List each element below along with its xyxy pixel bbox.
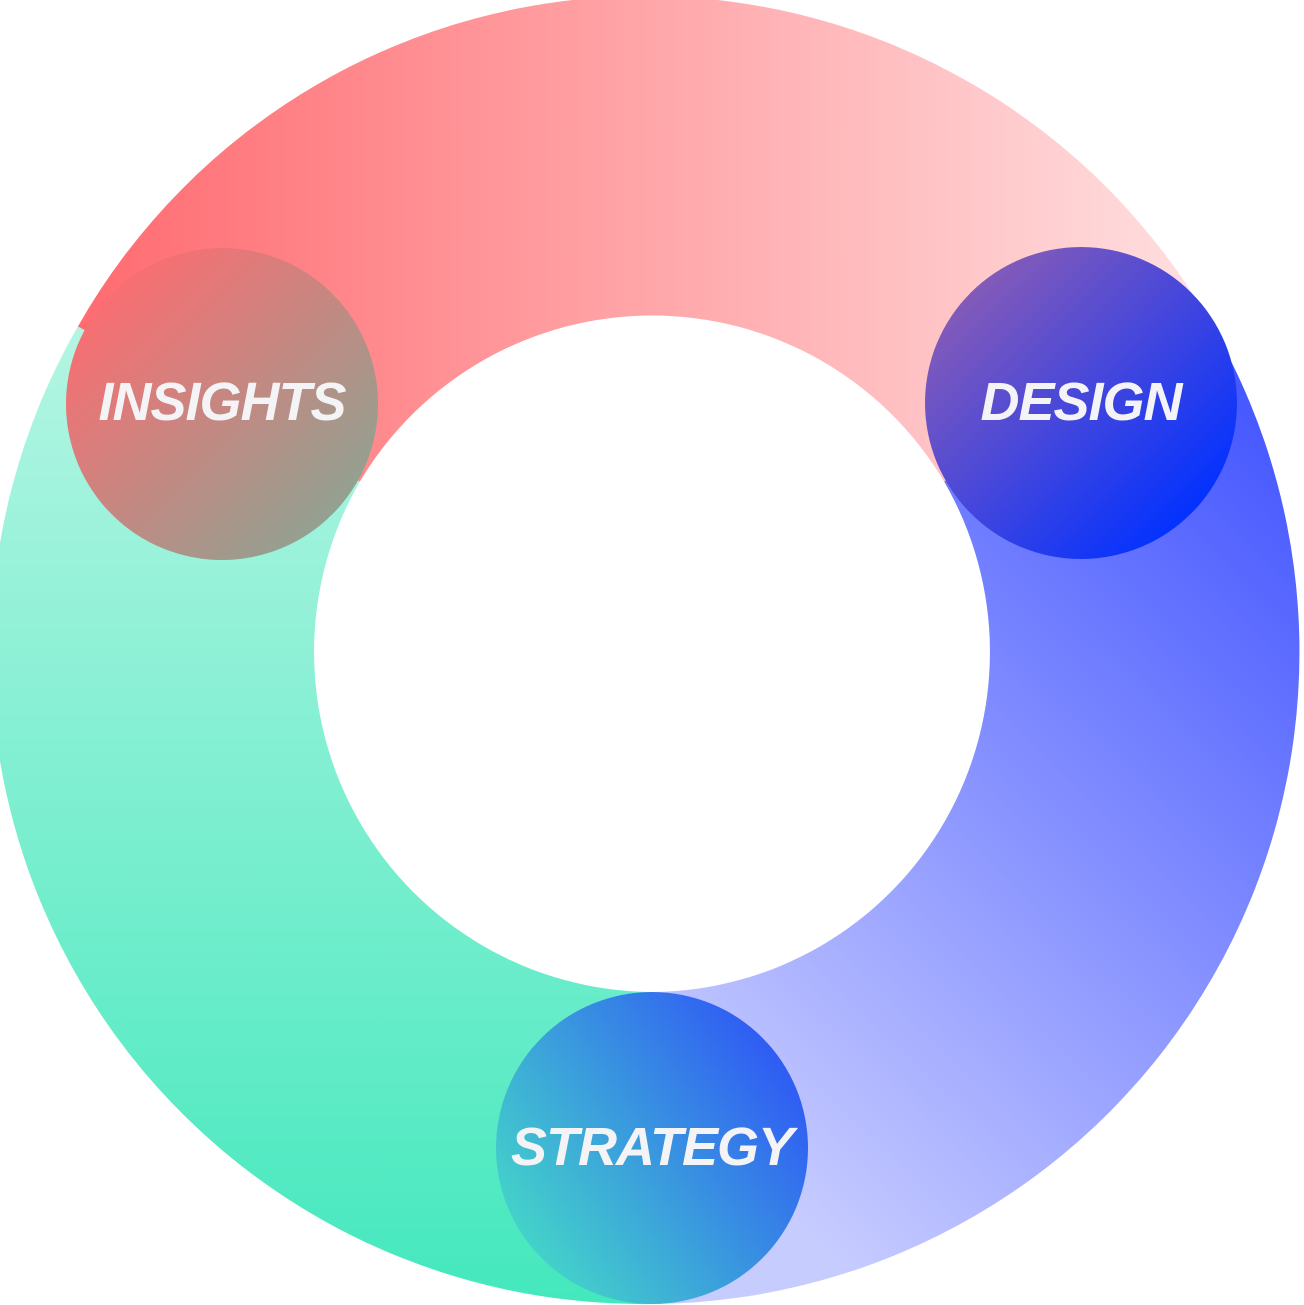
strategy-node: STRATEGY (496, 992, 808, 1304)
strategy-node-circle (496, 992, 808, 1304)
insights-node: INSIGHTS (66, 248, 378, 560)
design-node-circle (925, 247, 1237, 559)
design-node: DESIGN (925, 247, 1237, 559)
insights-label: INSIGHTS (98, 372, 346, 432)
design-arc-segment (652, 326, 1300, 1304)
insights-node-circle (66, 248, 378, 560)
strategy-arc-segment (0, 326, 652, 1305)
strategy-label: STRATEGY (511, 1117, 799, 1177)
design-label: DESIGN (980, 372, 1183, 432)
